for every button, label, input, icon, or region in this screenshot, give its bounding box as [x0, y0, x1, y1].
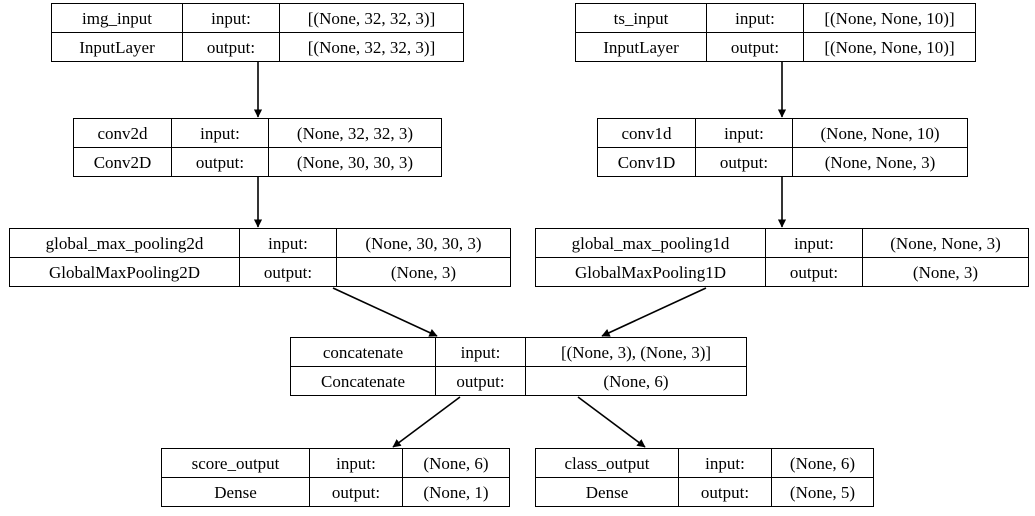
layer-input-label-ts_input: input: [707, 4, 804, 32]
layer-output-label-class_output: output: [679, 478, 772, 506]
layer-class-concatenate: Concatenate [291, 367, 436, 395]
layer-class-score_output: Dense [162, 478, 310, 506]
layer-input-shape-score_output: (None, 6) [423, 453, 489, 473]
layer-output-label-ts_input: output: [707, 33, 804, 61]
layer-output-label-conv2d: output: [172, 148, 269, 176]
layer-output-shape-img_input: [(None, 32, 32, 3)] [307, 37, 436, 57]
layer-name-conv2d: conv2d [74, 119, 172, 147]
layer-output-shape-conv1d: (None, None, 3) [824, 152, 936, 172]
edge-concatenate-to-score_output [392, 396, 461, 448]
layer-class-img_input: InputLayer [52, 33, 183, 61]
layer-name-conv1d: conv1d [598, 119, 696, 147]
layer-class-global_max_pooling2d: GlobalMaxPooling2D [10, 258, 240, 286]
layer-output-shape-global_max_pooling2d: (None, 3) [390, 262, 457, 282]
layer-name-global_max_pooling1d: global_max_pooling1d [536, 229, 766, 257]
layer-name-concatenate: concatenate [291, 338, 436, 366]
layer-input-shape-img_input: [(None, 32, 32, 3)] [307, 8, 436, 28]
edge-global_max_pooling1d-to-concatenate [601, 287, 707, 337]
layer-output-shape-score_output: (None, 1) [423, 482, 489, 502]
layer-output-shape-global_max_pooling1d: (None, 3) [912, 262, 979, 282]
layer-class-conv1d: Conv1D [598, 148, 696, 176]
layer-input-shape-conv1d: (None, None, 10) [820, 123, 940, 143]
edge-global_max_pooling2d-to-concatenate [332, 287, 438, 337]
layer-class-ts_input: InputLayer [576, 33, 707, 61]
layer-input-label-score_output: input: [310, 449, 403, 477]
layer-output-label-concatenate: output: [436, 367, 526, 395]
layer-input-label-class_output: input: [679, 449, 772, 477]
layer-name-img_input: img_input [52, 4, 183, 32]
layer-input-shape-conv2d: (None, 32, 32, 3) [296, 123, 414, 143]
layer-input-label-concatenate: input: [436, 338, 526, 366]
layer-input-shape-concatenate: [(None, 3), (None, 3)] [560, 342, 712, 362]
layer-class-global_max_pooling1d: GlobalMaxPooling1D [536, 258, 766, 286]
layer-output-label-img_input: output: [183, 33, 280, 61]
layer-input-label-global_max_pooling2d: input: [240, 229, 337, 257]
layer-output-label-score_output: output: [310, 478, 403, 506]
layer-output-label-global_max_pooling1d: output: [766, 258, 863, 286]
layer-input-shape-global_max_pooling1d: (None, None, 3) [890, 233, 1001, 253]
layer-class-conv2d: Conv2D [74, 148, 172, 176]
layer-input-label-conv2d: input: [172, 119, 269, 147]
layer-input-label-global_max_pooling1d: input: [766, 229, 863, 257]
layer-input-label-conv1d: input: [696, 119, 793, 147]
layer-name-global_max_pooling2d: global_max_pooling2d [10, 229, 240, 257]
layer-output-label-conv1d: output: [696, 148, 793, 176]
layer-output-shape-ts_input: [(None, None, 10)] [824, 37, 955, 57]
layer-name-class_output: class_output [536, 449, 679, 477]
layer-input-shape-ts_input: [(None, None, 10)] [824, 8, 955, 28]
layer-output-shape-concatenate: (None, 6) [603, 371, 669, 391]
layer-name-ts_input: ts_input [576, 4, 707, 32]
layer-input-shape-class_output: (None, 6) [789, 453, 856, 473]
layer-input-label-img_input: input: [183, 4, 280, 32]
edge-concatenate-to-class_output [577, 396, 646, 448]
layer-input-shape-global_max_pooling2d: (None, 30, 30, 3) [365, 233, 482, 253]
layer-output-shape-conv2d: (None, 30, 30, 3) [296, 152, 414, 172]
layer-output-label-global_max_pooling2d: output: [240, 258, 337, 286]
layer-name-score_output: score_output [162, 449, 310, 477]
layer-output-shape-class_output: (None, 5) [789, 482, 856, 502]
layer-class-class_output: Dense [536, 478, 679, 506]
